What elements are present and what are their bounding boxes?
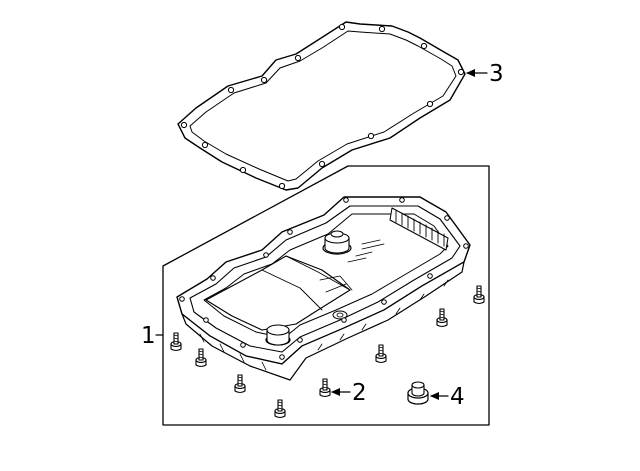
bolt-hole (294, 54, 302, 62)
bolt-icon[interactable] (195, 348, 207, 368)
bolt-hole (457, 68, 465, 76)
pan-bolt-holes (179, 197, 469, 360)
oil-pan[interactable] (176, 196, 471, 381)
gasket[interactable] (177, 21, 466, 191)
bolt-hole (297, 337, 303, 343)
bolt-hole (240, 342, 246, 348)
gasket-bolt-holes (180, 23, 465, 190)
bolt-icon[interactable] (375, 344, 387, 364)
bolt-icon[interactable] (234, 374, 246, 394)
bolt-hole (381, 299, 387, 305)
bolt-hole (203, 317, 209, 323)
drain-plug[interactable] (407, 381, 429, 405)
bolt-hole (444, 215, 450, 221)
bolt-hole (426, 100, 434, 108)
bolt-hole (287, 229, 293, 235)
bolt-hole (367, 132, 375, 140)
bolt-hole (260, 76, 268, 84)
bolt-hole (399, 197, 405, 203)
bolt-icon[interactable] (170, 332, 182, 352)
bolt-hole (227, 86, 235, 94)
bolt-icon[interactable] (319, 378, 331, 398)
callout-1[interactable]: 1 (141, 323, 156, 349)
bolt-icon[interactable] (436, 308, 448, 328)
bolt-hole (180, 121, 188, 129)
bolt-hole (179, 296, 185, 302)
bolt-hole (338, 23, 346, 31)
bolt-hole (420, 42, 428, 50)
bolt-hole (318, 160, 326, 168)
callout-4[interactable]: 4 (450, 384, 465, 410)
bolt-icon[interactable] (473, 285, 485, 305)
bolt-hole (239, 166, 247, 174)
bolt-hole (210, 275, 216, 281)
bolt-hole (263, 252, 269, 258)
callout-2[interactable]: 2 (352, 380, 367, 406)
callout-3[interactable]: 3 (489, 61, 504, 87)
bolt-hole (463, 243, 469, 249)
bolt-hole (278, 182, 286, 190)
bolt-hole (341, 317, 347, 323)
bolt-hole (279, 354, 285, 360)
bolt-hole (378, 25, 386, 33)
bolt-hole (427, 273, 433, 279)
bolt-hole (343, 197, 349, 203)
bolt-hole (201, 141, 209, 149)
bolt-icon[interactable] (274, 399, 286, 419)
assembly-frame (162, 165, 490, 426)
